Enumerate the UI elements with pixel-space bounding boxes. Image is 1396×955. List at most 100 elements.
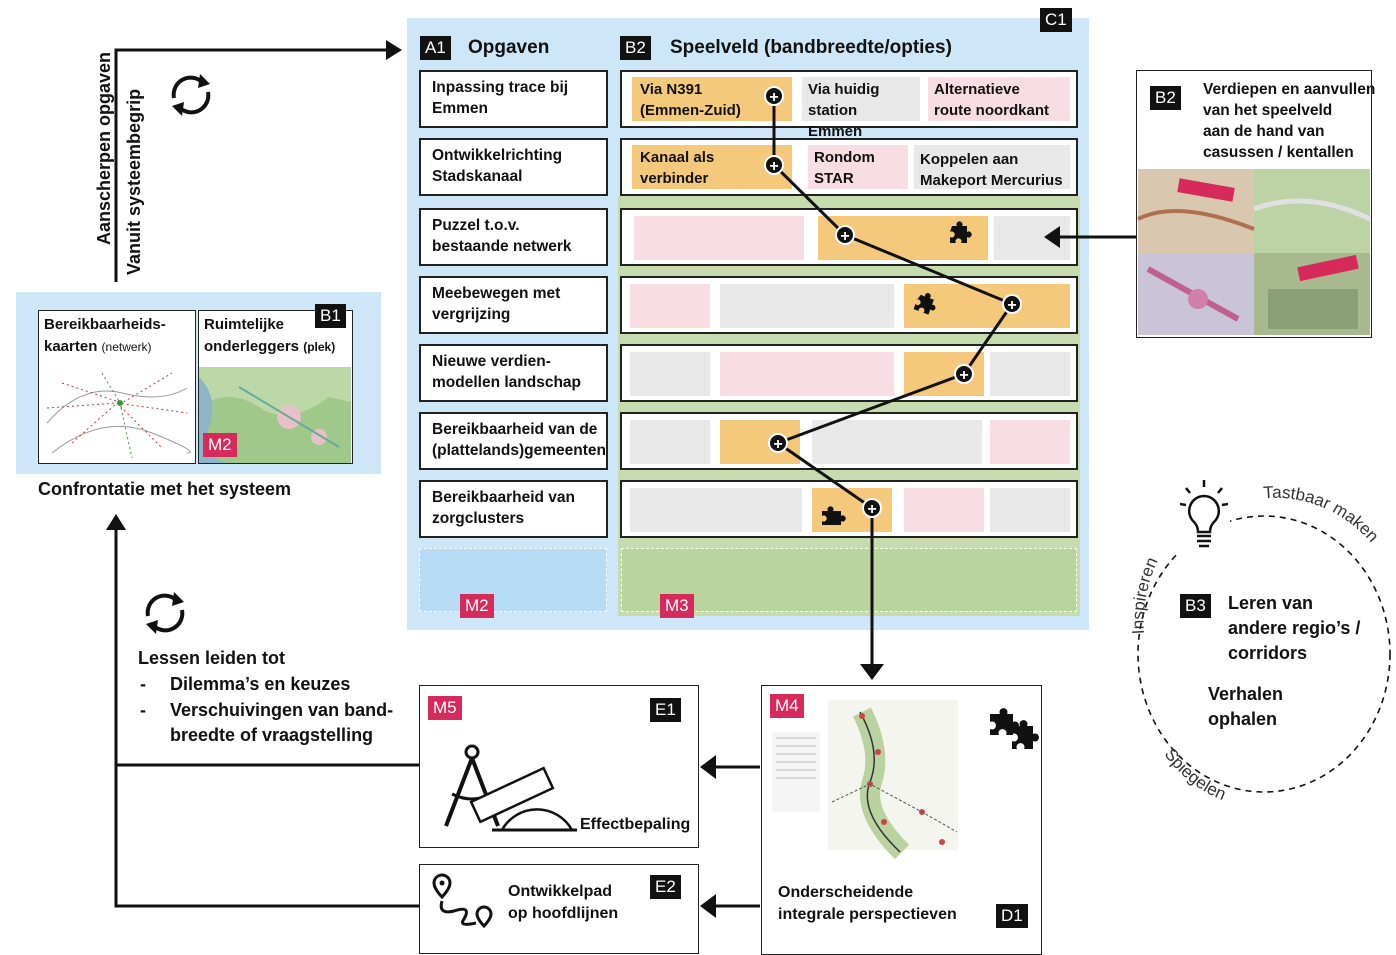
path-node-plus: + [768,433,788,453]
e2-tag: E2 [650,875,681,899]
b2-title: Speelveld (bandbreedte/opties) [670,37,952,58]
row7-option-3[interactable] [904,488,984,532]
lessons-item-2a: Verschuivingen van band- [170,700,394,720]
m3-tag: M3 [660,594,694,618]
cycle-arrows-icon [171,74,211,116]
b1-tag: B1 [315,304,346,328]
option-alternatieve-route[interactable]: Alternatieve route noordkant [928,77,1070,121]
path-node-plus: + [954,364,974,384]
option-alternatieve-route-l1: Alternatieve [934,81,1020,98]
b1-map2-l2: onderleggers [204,338,300,355]
option-koppelen-makeport[interactable]: Koppelen aan Makeport Mercurius [914,145,1070,189]
row4-option-1[interactable] [630,284,710,328]
e2-l2: op hoofdlijnen [508,905,619,922]
puzzle-piece-icon [913,293,936,315]
puzzle-piece-icon [950,221,972,243]
b2-side-l4: casussen / kentallen [1203,144,1354,161]
speelveld-row-1: Via N391 (Emmen-Zuid) Via huidig station… [620,70,1078,140]
row6-option-3[interactable] [812,420,982,464]
b2-tag: B2 [620,36,651,60]
option-kanaal-l2: verbinder [640,170,709,187]
m2-dashed-zone [419,548,607,612]
arc-label-spiegelen: Spiegelen [1161,745,1229,804]
b1-map1-l2-wrap: kaarten (netwerk) [44,338,152,355]
b2-side-panel: Verdiepen en aanvullen van het speelveld… [1136,70,1376,338]
path-node-plus: + [1002,294,1022,314]
opgave-row-6-l2: (plattelands)gemeenten [432,442,606,459]
opgave-row-6-l1: Bereikbaarheid van de [432,421,598,438]
option-rondom-star-l2: STAR [814,170,854,187]
b2-side-l1: Verdiepen en aanvullen [1203,81,1376,98]
opgave-row-5: Nieuwe verdien- modellen landschap [419,344,608,402]
row6-option-4[interactable] [990,420,1070,464]
b3-l3: corridors [1228,643,1308,663]
option-via-n391-l1: Via N391 [640,81,703,98]
puzzle-piece-icon [822,506,846,525]
d1-tag: D1 [996,904,1028,928]
lessons-dash-2: - [140,700,146,720]
row7-option-1[interactable] [630,488,802,532]
speelveld-row-5 [620,344,1078,402]
b1-m2-tag: M2 [203,433,237,457]
b1-caption: Confrontatie met het systeem [38,479,292,499]
row7-option-4[interactable] [990,488,1070,532]
b1-map-network: Bereikbaarheids- kaarten (netwerk) [38,310,196,464]
d1-l1: Onderscheidende [778,884,914,901]
m5-tag: M5 [428,696,462,720]
opgave-row-1-l2: Emmen [432,100,488,117]
cycle-arrows-icon [145,592,185,634]
arc-label-inspireren: Inspireren [1129,554,1162,634]
b1-map1-l1: Bereikbaarheids- [44,316,166,333]
option-kanaal-als-verbinder[interactable]: Kanaal als verbinder [632,145,792,189]
b3-tag: B3 [1180,594,1211,618]
row6-option-2[interactable] [720,420,800,464]
b3-l2: andere regio’s / [1228,618,1361,638]
row4-option-2[interactable] [720,284,894,328]
a1-tag: A1 [420,36,451,60]
option-rondom-star-l1: Rondom [814,149,875,166]
arrow-down-to-d1 [860,664,884,680]
opgave-row-1: Inpassing trace bij Emmen [419,70,608,128]
d1-l2: integrale perspectieven [778,906,957,923]
casus-photos-collage [1137,169,1372,335]
opgave-row-3-l2: bestaande netwerk [432,238,572,255]
e2-ontwikkelpad-box: E2 Ontwikkelpad op hoofdlijnen [419,864,699,954]
lessons-item-1: Dilemma’s en keuzes [170,674,351,694]
option-alternatieve-route-l2: route noordkant [934,102,1049,119]
b1-map1-l2: kaarten [44,338,98,355]
opgave-row-7-l2: zorgclusters [432,510,525,527]
arc-label-tastbaar-maken: Tastbaar maken [1263,483,1383,546]
row3-option-3[interactable] [994,216,1070,260]
row5-option-1[interactable] [630,352,710,396]
b1-map2-l2-wrap: onderleggers (plek) [204,338,335,355]
b2-side-l3: aan de hand van [1203,123,1325,140]
lessons-title: Lessen leiden tot [138,648,286,668]
lessons-item-2b: breedte of vraagstelling [170,725,374,745]
option-rondom-star[interactable]: Rondom STAR [808,145,908,189]
opgave-row-5-l2: modellen landschap [432,374,582,391]
b1-map1-small: (netwerk) [101,340,152,354]
row6-option-1[interactable] [630,420,710,464]
opgave-row-4: Meebewegen met vergrijzing [419,276,608,334]
option-via-huidig-station-l1: Via huidig [808,81,880,98]
lightbulb-icon [1178,478,1230,562]
option-via-huidig-station[interactable]: Via huidig station Emmen [802,77,920,140]
puzzle-pieces-icon [990,708,1039,749]
opgave-row-1-l1: Inpassing trace bij [432,79,569,96]
option-via-huidig-station-l2: station Emmen [808,102,863,140]
row5-option-2[interactable] [720,352,894,396]
path-node-plus: + [764,155,784,175]
b1-map-spatial: Ruimtelijke onderleggers (plek) M2 [198,310,353,464]
row3-option-1[interactable] [634,216,804,260]
c1-tag: C1 [1040,8,1072,32]
d1-perspectieven-box: M4 Onderscheidende integrale perspectiev… [761,685,1042,955]
opgave-row-5-l1: Nieuwe verdien- [432,353,551,370]
row5-option-4[interactable] [990,352,1070,396]
option-kanaal-l1: Kanaal als [640,149,715,166]
perspective-map-image [772,700,958,860]
route-pin-icon [432,873,493,929]
path-node-plus: + [862,498,882,518]
option-koppelen-l1: Koppelen aan [920,151,1019,168]
opgave-row-7-l1: Bereikbaarheid van [432,489,576,506]
e1-label: Effectbepaling [580,816,691,833]
